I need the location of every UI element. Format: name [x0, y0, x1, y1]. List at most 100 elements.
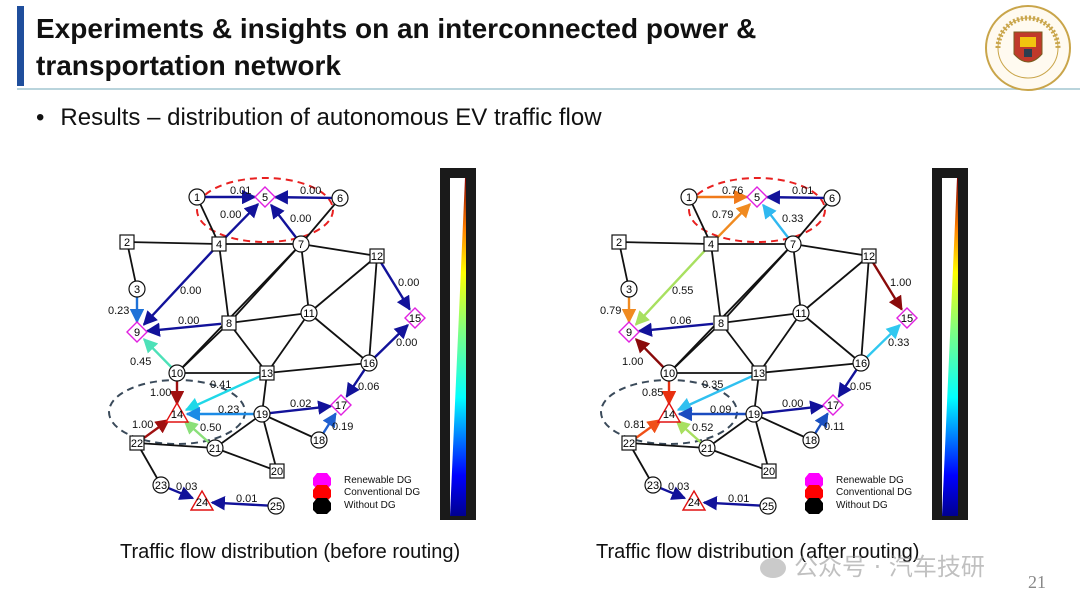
edge-19-21	[214, 413, 263, 449]
edge-1-4	[688, 196, 712, 245]
flow-arrow-18-17	[322, 412, 337, 434]
edge-19-21	[706, 413, 755, 449]
node-4-square	[211, 236, 227, 252]
flow-value-18-17: 0.19	[332, 421, 353, 433]
legend-label-none: Without DG	[344, 500, 396, 511]
node-17-diamond	[822, 394, 844, 416]
flow-arrow-19-17	[761, 400, 825, 415]
flow-arrow-10-9	[634, 338, 665, 369]
flow-value-12-15: 0.00	[398, 277, 419, 289]
node-5-label: 5	[754, 192, 760, 204]
node-2-square	[611, 234, 627, 250]
node-10: 10	[168, 364, 186, 382]
node-21: 21	[698, 439, 716, 457]
node-8: 8	[221, 315, 237, 331]
node-2: 2	[119, 234, 135, 250]
node-1-circle	[680, 188, 698, 206]
node-16: 16	[852, 354, 870, 372]
node-20-label: 20	[763, 466, 775, 478]
flow-arrow-16-15	[373, 323, 409, 359]
node-9-label: 9	[134, 327, 140, 339]
node-13: 13	[259, 365, 275, 381]
node-20: 20	[761, 463, 777, 479]
edge-6-7	[792, 197, 833, 245]
flow-value-22-14: 0.81	[624, 419, 645, 431]
node-1: 1	[680, 188, 698, 206]
flow-value-4-5: 0.79	[712, 209, 733, 221]
node-10-label: 10	[171, 368, 183, 380]
node-11-label: 11	[303, 308, 314, 320]
edge-19-18	[261, 413, 320, 441]
node-17: 17	[822, 394, 844, 416]
node-12-label: 12	[371, 251, 383, 263]
flow-value-16-17: 0.05	[850, 381, 871, 393]
node-17-label: 17	[335, 400, 347, 412]
slide-title: Experiments & insights on an interconnec…	[36, 10, 756, 84]
flow-arrow-12-15	[380, 262, 411, 311]
node-9-diamond	[618, 321, 640, 343]
node-18-label: 18	[805, 435, 817, 447]
flow-value-10-9: 1.00	[622, 356, 643, 368]
node-6-circle	[331, 189, 349, 207]
node-3-label: 3	[626, 284, 632, 296]
bullet-dot: •	[36, 104, 45, 131]
flow-value-16-17: 0.06	[358, 381, 379, 393]
flow-value-7-5: 0.00	[290, 213, 311, 225]
node-2-square	[119, 234, 135, 250]
node-22: 22	[129, 435, 145, 451]
node-12-square	[369, 248, 385, 264]
flow-arrow-23-24	[167, 486, 195, 500]
flow-value-6-5: 0.00	[300, 185, 321, 197]
node-18: 18	[310, 431, 328, 449]
edge-8-13	[720, 322, 760, 374]
flow-value-23-24: 0.03	[668, 481, 689, 493]
node-13-square	[751, 365, 767, 381]
node-9: 9	[126, 321, 148, 343]
node-22-label: 22	[623, 438, 635, 450]
flow-value-13-14: 0.35	[702, 379, 723, 391]
legend-label-renewable: Renewable DG	[344, 475, 412, 486]
node-17: 17	[330, 394, 352, 416]
edge-11-16	[800, 312, 862, 364]
node-1-label: 1	[686, 192, 692, 204]
edge-12-16	[860, 255, 870, 364]
node-12-square	[861, 248, 877, 264]
edge-21-20	[706, 447, 770, 472]
node-8-label: 8	[226, 318, 232, 330]
legend-marker-none	[805, 498, 823, 514]
node-23: 23	[152, 476, 170, 494]
node-13-square	[259, 365, 275, 381]
edge-11-13	[758, 312, 802, 374]
edge-16-13	[758, 362, 862, 374]
flow-arrow-22-14	[142, 418, 171, 440]
edge-21-22	[136, 442, 216, 449]
flow-value-25-24: 0.01	[728, 493, 749, 505]
node-15-diamond	[404, 307, 426, 329]
node-14-label: 14	[171, 409, 183, 421]
node-14: 14	[164, 401, 190, 423]
node-7-circle	[292, 235, 310, 253]
node-16-label: 16	[855, 358, 867, 370]
node-24-label: 24	[196, 497, 208, 509]
node-2: 2	[611, 234, 627, 250]
flow-value-8-9: 0.06	[670, 315, 691, 327]
edge-7-10	[668, 243, 794, 374]
node-25-circle	[759, 497, 777, 515]
flow-value-25-24: 0.01	[236, 493, 257, 505]
node-19: 19	[253, 405, 271, 423]
flow-arrow-6-5	[273, 190, 333, 205]
node-12-label: 12	[863, 251, 875, 263]
node-16-circle	[852, 354, 870, 372]
flow-arrow-21-14	[183, 419, 210, 444]
node-14-triangle	[164, 401, 190, 423]
node-22-label: 22	[131, 438, 143, 450]
node-24-triangle	[681, 489, 707, 511]
flow-arrow-16-17	[837, 368, 858, 398]
node-3: 3	[128, 280, 146, 298]
flow-arrow-6-5	[765, 190, 825, 205]
highlight-ellipse-top	[688, 177, 826, 243]
node-23-circle	[644, 476, 662, 494]
edge-7-12	[792, 243, 870, 257]
flow-value-8-9: 0.00	[178, 315, 199, 327]
